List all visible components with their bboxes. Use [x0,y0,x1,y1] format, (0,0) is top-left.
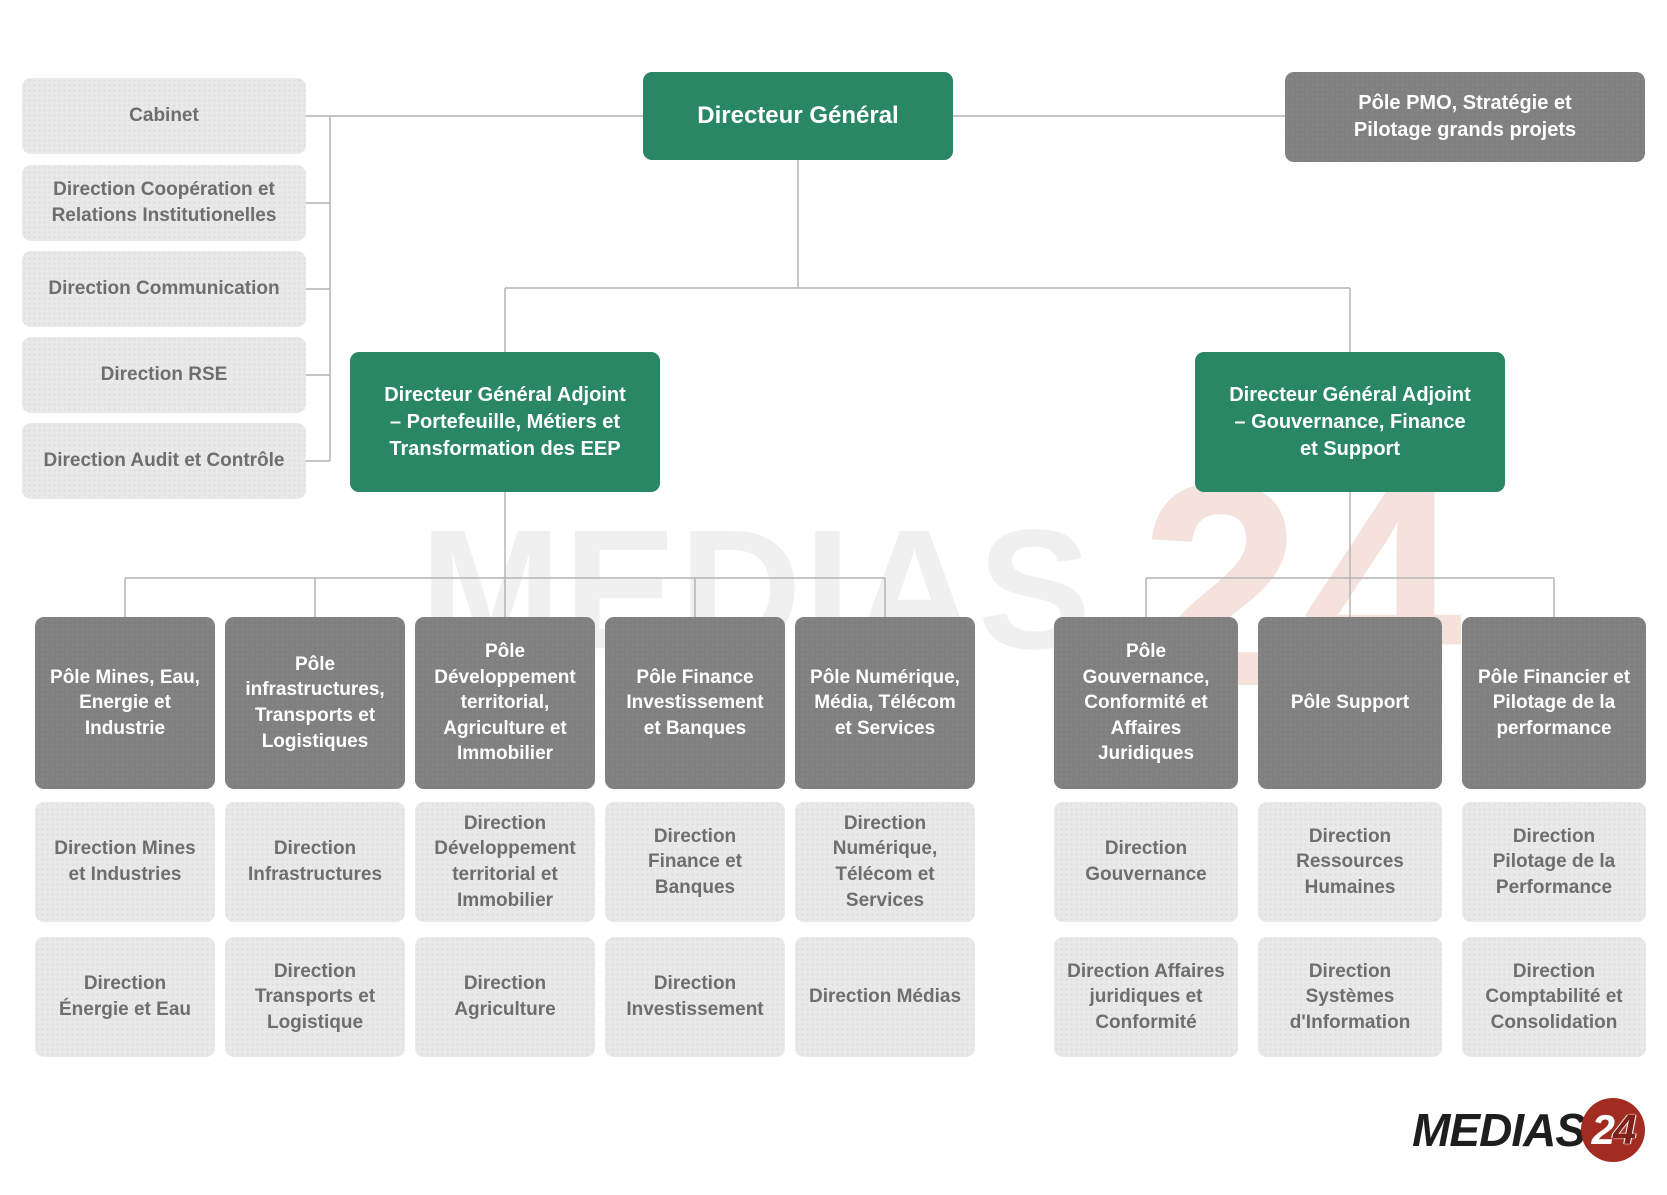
direction-box: Direction Investissement [605,937,785,1057]
pole-box-numerique: Pôle Numérique, Média, Télécom et Servic… [795,617,975,789]
medias24-logo: MEDIAS 24 [1412,1098,1645,1162]
staff-box-rse: Direction RSE [22,337,306,413]
pole-box-support: Pôle Support [1258,617,1442,789]
staff-box-audit-controle: Direction Audit et Contrôle [22,423,306,499]
logo-text: MEDIAS [1412,1104,1586,1156]
direction-box: Direction Infrastructures [225,802,405,922]
box-dga-portefeuille: Directeur Général Adjoint – Portefeuille… [350,352,660,492]
direction-box: Direction Systèmes d'Information [1258,937,1442,1057]
pole-box-developpement-territorial: Pôle Développement territorial, Agricult… [415,617,595,789]
box-pole-pmo: Pôle PMO, Stratégie et Pilotage grands p… [1285,72,1645,162]
direction-box: Direction Ressources Humaines [1258,802,1442,922]
direction-box: Direction Transports et Logistique [225,937,405,1057]
pole-box-financier: Pôle Financier et Pilotage de la perform… [1462,617,1646,789]
pole-box-mines: Pôle Mines, Eau, Energie et Industrie [35,617,215,789]
direction-box: Direction Médias [795,937,975,1057]
direction-box: Direction Agriculture [415,937,595,1057]
direction-box: Direction Mines et Industries [35,802,215,922]
direction-box: Direction Développement territorial et I… [415,802,595,922]
direction-box: Direction Finance et Banques [605,802,785,922]
pole-box-infrastructures: Pôle infrastructures, Transports et Logi… [225,617,405,789]
direction-box: Direction Numérique, Télécom et Services [795,802,975,922]
box-directeur-general: Directeur Général [643,72,953,160]
direction-box: Direction Gouvernance [1054,802,1238,922]
staff-box-cooperation: Direction Coopération et Relations Insti… [22,165,306,241]
pole-box-finance: Pôle Finance Investissement et Banques [605,617,785,789]
direction-box: Direction Affaires juridiques et Conform… [1054,937,1238,1057]
pole-box-gouvernance: Pôle Gouvernance, Conformité et Affaires… [1054,617,1238,789]
direction-box: Direction Énergie et Eau [35,937,215,1057]
logo-digit-4: 4 [1613,1106,1636,1153]
direction-box: Direction Pilotage de la Performance [1462,802,1646,922]
staff-box-cabinet: Cabinet [22,78,306,154]
logo-red-circle-icon: 24 [1581,1098,1645,1162]
box-dga-gouvernance: Directeur Général Adjoint – Gouvernance,… [1195,352,1505,492]
direction-box: Direction Comptabilité et Consolidation [1462,937,1646,1057]
staff-box-communication: Direction Communication [22,251,306,327]
logo-digit-2: 2 [1591,1106,1615,1153]
